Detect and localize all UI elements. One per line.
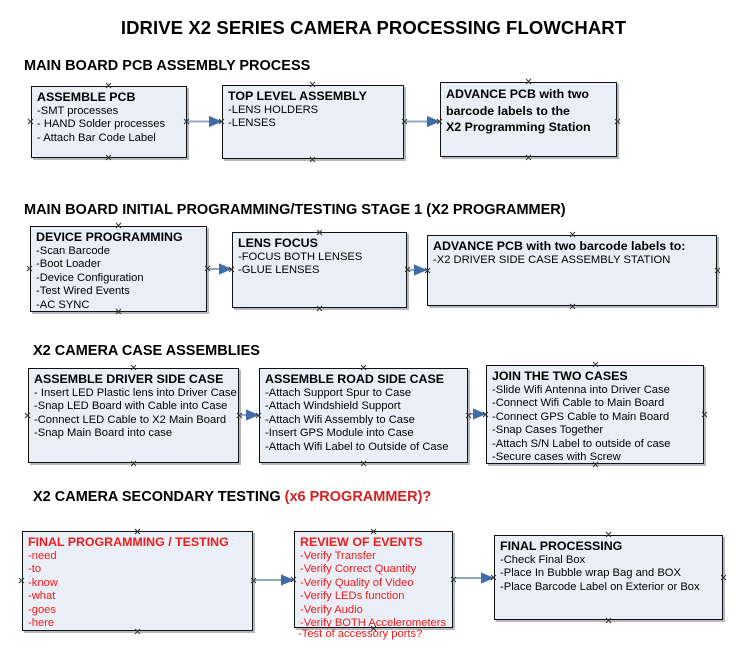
node-assemble-pcb[interactable]: ASSEMBLE PCB -SMT processes - HAND Solde… bbox=[31, 86, 187, 158]
node-header: DEVICE PROGRAMMING bbox=[36, 230, 183, 244]
node-line: -goes bbox=[28, 603, 56, 616]
node-header: ADVANCE PCB with two bbox=[446, 87, 589, 101]
node-line: -Connect LED Cable to X2 Main Board bbox=[34, 413, 227, 426]
node-review-of-events[interactable]: REVIEW OF EVENTS -Verify Transfer -Verif… bbox=[294, 531, 453, 630]
node-header: ASSEMBLE DRIVER SIDE CASE bbox=[34, 372, 224, 386]
node-line: -FOCUS BOTH LENSES bbox=[238, 250, 363, 263]
node-line: -Attach Support Spur to Case bbox=[265, 386, 412, 399]
node-line: -Verify Transfer bbox=[300, 549, 376, 562]
node-line: -Attach Wifi Assembly to Case bbox=[265, 413, 415, 426]
node-line: -Insert GPS Module into Case bbox=[265, 427, 414, 440]
node-line: -Check Final Box bbox=[500, 553, 586, 566]
node-line: -Connect Wifi Cable to Main Board bbox=[492, 397, 665, 410]
section-heading-label: X2 CAMERA CASE ASSEMBLIES bbox=[33, 343, 260, 359]
node-header: ADVANCE PCB with two barcode labels to: bbox=[433, 239, 686, 253]
node-line: -AC SYNC bbox=[36, 298, 90, 311]
node-device-programming[interactable]: DEVICE PROGRAMMING -Scan Barcode -Boot L… bbox=[30, 226, 207, 312]
section-heading-x2-camera-secondary-testing: X2 CAMERA SECONDARY TESTING (x6 PROGRAMM… bbox=[33, 489, 431, 505]
node-header: FINAL PROCESSING bbox=[500, 539, 623, 553]
node-line: -here bbox=[28, 617, 55, 630]
node-advance-pcb-to-driver-side-case[interactable]: ADVANCE PCB with two barcode labels to: … bbox=[427, 235, 717, 306]
node-header: REVIEW OF EVENTS bbox=[300, 535, 423, 549]
node-assemble-driver-side-case[interactable]: ASSEMBLE DRIVER SIDE CASE - Insert LED P… bbox=[28, 368, 239, 463]
node-line: -Secure cases with Screw bbox=[492, 451, 621, 464]
node-join-the-two-cases[interactable]: JOIN THE TWO CASES -Slide Wifi Antenna i… bbox=[486, 365, 704, 464]
node-final-processing[interactable]: FINAL PROCESSING -Check Final Box -Place… bbox=[494, 535, 723, 620]
node-line: -Attach Wifi Label to Outside of Case bbox=[265, 440, 449, 453]
node-line: - Attach Bar Code Label bbox=[37, 131, 156, 144]
section-heading-accent: (x6 PROGRAMMER)? bbox=[284, 489, 432, 505]
node-top-level-assembly[interactable]: TOP LEVEL ASSEMBLY -LENS HOLDERS -LENSES bbox=[222, 85, 404, 159]
node-line: -Verify Quality of Video bbox=[300, 576, 414, 589]
node-line: barcode labels to the bbox=[446, 103, 570, 118]
node-final-programming-testing[interactable]: FINAL PROGRAMMING / TESTING -need -to -k… bbox=[22, 531, 253, 631]
node-line: -Place In Bubble wrap Bag and BOX bbox=[500, 567, 681, 580]
node-advance-pcb-to-programming-station[interactable]: ADVANCE PCB with two barcode labels to t… bbox=[440, 82, 617, 157]
node-review-of-events-overflow-line: -Test of accessory ports? bbox=[298, 628, 423, 640]
node-line: -Device Configuration bbox=[36, 271, 144, 284]
node-assemble-road-side-case[interactable]: ASSEMBLE ROAD SIDE CASE -Attach Support … bbox=[259, 368, 468, 463]
node-line: -Place Barcode Label on Exterior or Box bbox=[500, 580, 700, 593]
node-header: JOIN THE TWO CASES bbox=[492, 369, 628, 383]
node-line: -Scan Barcode bbox=[36, 244, 111, 257]
node-line: -GLUE LENSES bbox=[238, 264, 320, 277]
node-line: -Snap LED Board with Cable into Case bbox=[34, 400, 228, 413]
node-line: -Verify Audio bbox=[300, 603, 363, 616]
node-line: -Attach Windshield Support bbox=[265, 400, 401, 413]
node-line: -Boot Loader bbox=[36, 258, 101, 271]
node-line: -need bbox=[28, 549, 57, 562]
node-line: -Verify LEDs function bbox=[300, 590, 405, 603]
section-heading-label: MAIN BOARD PCB ASSEMBLY PROCESS bbox=[24, 58, 311, 74]
node-line: - Insert LED Plastic lens into Driver Ca… bbox=[34, 386, 237, 399]
node-line: X2 Programming Station bbox=[446, 120, 591, 134]
section-heading-main-board-pcb-assembly: MAIN BOARD PCB ASSEMBLY PROCESS bbox=[24, 58, 310, 74]
node-header: LENS FOCUS bbox=[238, 236, 318, 250]
node-header: ASSEMBLE PCB bbox=[37, 90, 136, 104]
node-line: -what bbox=[28, 590, 56, 603]
node-line: -Test Wired Events bbox=[36, 285, 130, 298]
node-line: - HAND Solder processes bbox=[37, 118, 166, 131]
node-line: -X2 DRIVER SIDE CASE ASSEMBLY STATION bbox=[433, 253, 671, 266]
node-line: -Verify Correct Quantity bbox=[300, 563, 417, 576]
node-line: -SMT processes bbox=[37, 104, 119, 117]
node-line: -to bbox=[28, 563, 42, 576]
section-heading-label: X2 CAMERA SECONDARY TESTING bbox=[33, 489, 285, 505]
node-line: -Snap Main Board into case bbox=[34, 427, 173, 440]
section-heading-label: MAIN BOARD INITIAL PROGRAMMING/TESTING S… bbox=[24, 202, 566, 218]
node-line: -Snap Cases Together bbox=[492, 424, 604, 437]
node-line: -Slide Wifi Antenna into Driver Case bbox=[492, 383, 670, 396]
node-line: -LENS HOLDERS bbox=[228, 103, 319, 116]
node-line: -LENSES bbox=[228, 117, 276, 130]
node-lens-focus[interactable]: LENS FOCUS -FOCUS BOTH LENSES -GLUE LENS… bbox=[232, 232, 407, 308]
node-header: ASSEMBLE ROAD SIDE CASE bbox=[265, 372, 444, 386]
section-heading-main-board-initial-programming: MAIN BOARD INITIAL PROGRAMMING/TESTING S… bbox=[24, 202, 566, 218]
node-line: -Verify BOTH Accelerometers bbox=[300, 617, 447, 630]
section-heading-x2-camera-case-assemblies: X2 CAMERA CASE ASSEMBLIES bbox=[33, 343, 260, 359]
node-line: -Attach S/N Label to outside of case bbox=[492, 437, 671, 450]
node-line: -know bbox=[28, 576, 58, 589]
node-header: TOP LEVEL ASSEMBLY bbox=[228, 89, 367, 103]
node-header: FINAL PROGRAMMING / TESTING bbox=[28, 535, 229, 549]
page-title: IDRIVE X2 SERIES CAMERA PROCESSING FLOWC… bbox=[120, 17, 627, 38]
node-line: -Connect GPS Cable to Main Board bbox=[492, 410, 670, 423]
